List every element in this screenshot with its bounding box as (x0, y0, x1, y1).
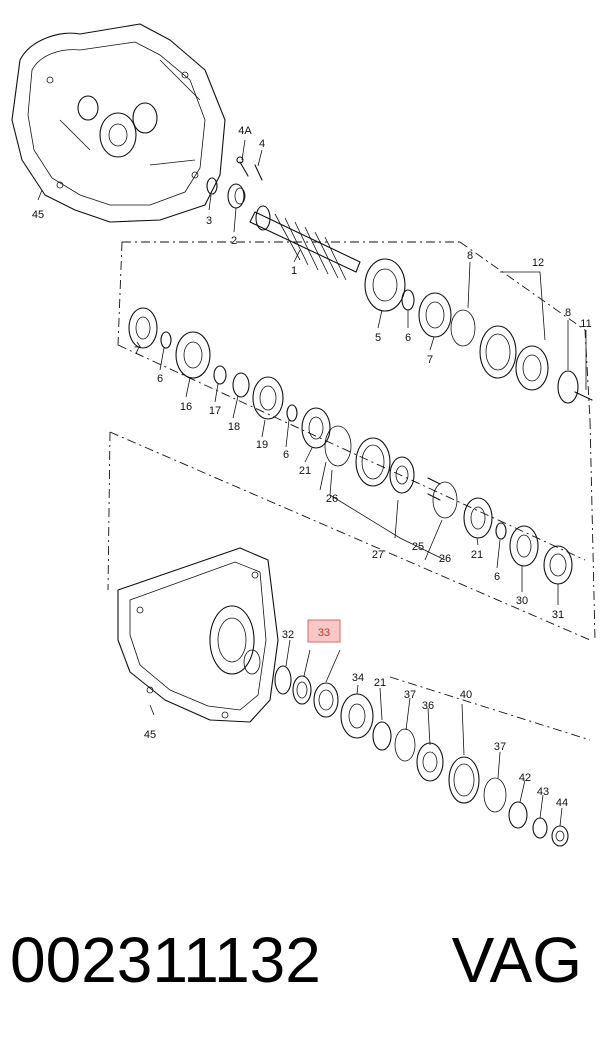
callout-21-right: 21 (471, 549, 483, 561)
callout-8-right: 8 (565, 307, 571, 319)
callout-21-mid: 21 (299, 465, 311, 477)
callout-3: 3 (206, 215, 212, 227)
assembly-boundary-lines (107, 241, 596, 741)
gear-row-1 (364, 258, 593, 404)
leader-lines (37, 139, 587, 827)
callout-7-left: 7 (134, 345, 140, 357)
callout-17: 17 (209, 405, 221, 417)
callout-19: 19 (256, 439, 268, 451)
callout-45-lower: 45 (144, 729, 156, 741)
callout-11: 11 (580, 318, 591, 330)
brand-label: VAG (451, 924, 582, 996)
callout-36: 36 (422, 700, 434, 712)
callout-2: 2 (231, 235, 237, 247)
bolt-and-bearing-group (206, 156, 263, 209)
callout-6-mid: 6 (283, 449, 289, 461)
highlight-box-33 (307, 619, 341, 643)
callout-8-top: 8 (467, 250, 473, 262)
callout-45-upper: 45 (32, 209, 44, 221)
callout-34: 34 (352, 672, 364, 684)
callout-25: 25 (412, 541, 424, 553)
callout-37-right: 37 (494, 741, 506, 753)
callout-7-top: 7 (427, 354, 433, 366)
callout-40: 40 (460, 689, 472, 701)
callout-12: 12 (532, 257, 544, 269)
part-footer: 002311132 VAG (0, 905, 600, 1015)
callout-labels: 4A 4 45 3 2 1 8 12 5 6 7 8 11 7 6 16 17 … (32, 125, 592, 809)
callout-1: 1 (291, 265, 297, 277)
exploded-gearbox-diagram: 4A 4 45 3 2 1 8 12 5 6 7 8 11 7 6 16 17 … (11, 23, 596, 847)
callout-5: 5 (375, 332, 381, 344)
callout-44: 44 (556, 797, 568, 809)
gear-row-4 (274, 665, 569, 847)
callout-31: 31 (552, 609, 564, 621)
main-shaft (249, 205, 361, 281)
callout-30: 30 (516, 595, 528, 607)
callout-42: 42 (519, 772, 531, 784)
callout-16: 16 (180, 401, 192, 413)
callout-6-right: 6 (494, 571, 500, 583)
callout-27: 27 (372, 549, 384, 561)
callout-18: 18 (228, 421, 240, 433)
gearbox-housing-upper (11, 23, 226, 223)
part-number: 002311132 (10, 924, 321, 996)
callout-26-left: 26 (326, 493, 338, 505)
callout-6-top: 6 (405, 332, 411, 344)
callout-32: 32 (282, 629, 294, 641)
callout-4: 4 (259, 138, 265, 150)
callout-33: 33 (318, 627, 330, 639)
callout-37-left: 37 (404, 689, 416, 701)
callout-26-right: 26 (439, 553, 451, 565)
callout-6-left: 6 (157, 373, 163, 385)
gear-row-3 (324, 425, 573, 585)
callout-4a: 4A (238, 125, 252, 137)
gearbox-housing-lower (117, 547, 279, 723)
gear-row-2 (128, 307, 331, 449)
callout-21-lower: 21 (374, 677, 386, 689)
callout-43: 43 (537, 786, 549, 798)
